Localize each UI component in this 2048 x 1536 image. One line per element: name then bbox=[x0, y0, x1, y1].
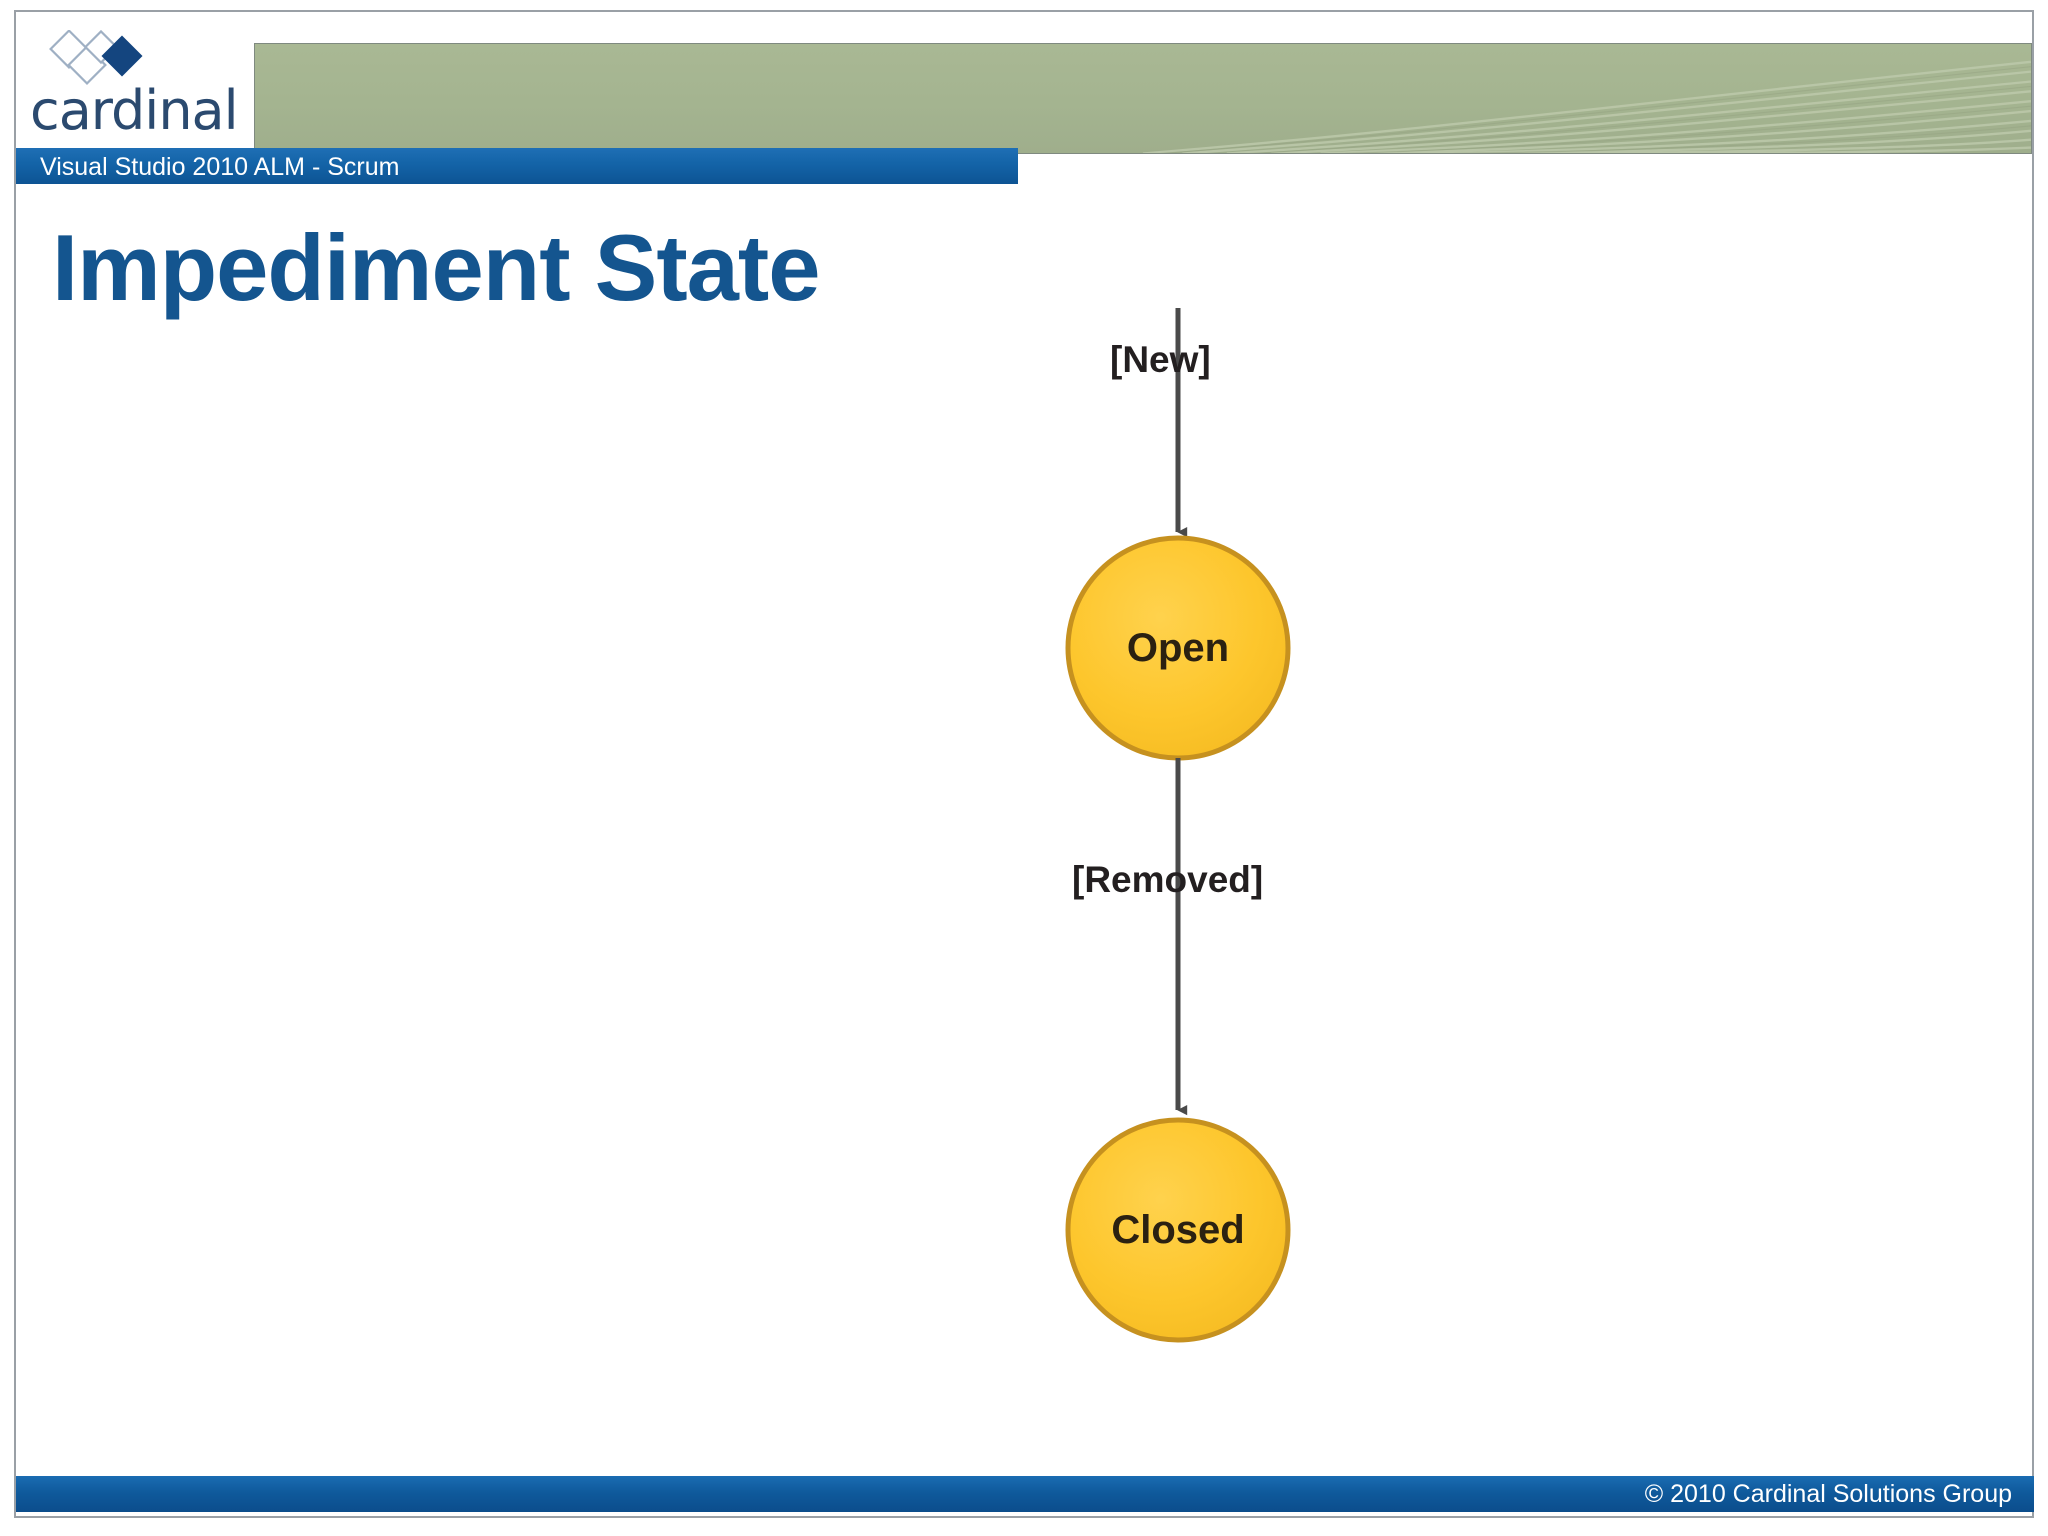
cardinal-wordmark: cardinal bbox=[30, 79, 239, 142]
course-subtitle-text: Visual Studio 2010 ALM - Scrum bbox=[40, 153, 400, 181]
slide-header: cardinal bbox=[16, 12, 2032, 154]
edge-label-new: [New] bbox=[1110, 339, 1211, 380]
node-closed-circle bbox=[1065, 1117, 1291, 1343]
slide-frame-border bbox=[14, 10, 2034, 1518]
diamond-cluster-logo-icon bbox=[49, 30, 143, 85]
node-label-closed: Closed bbox=[1111, 1208, 1245, 1252]
impediment-state-diagram: [New] Open [Removed] Closed bbox=[1000, 300, 1420, 1390]
slide-footer-bar: © 2010 Cardinal Solutions Group bbox=[16, 1476, 2034, 1512]
edge-label-removed: [Removed] bbox=[1072, 859, 1264, 900]
state-diagram-svg bbox=[1065, 308, 1291, 1343]
node-label-open: Open bbox=[1126, 626, 1230, 670]
page-title: Impediment State bbox=[52, 215, 820, 320]
cardinal-logo: cardinal bbox=[16, 12, 248, 152]
header-swoosh-pattern bbox=[1142, 60, 2031, 153]
header-green-band bbox=[254, 43, 2032, 154]
course-subtitle-bar: Visual Studio 2010 ALM - Scrum bbox=[16, 148, 1018, 184]
copyright-text: © 2010 Cardinal Solutions Group bbox=[1644, 1480, 2012, 1508]
